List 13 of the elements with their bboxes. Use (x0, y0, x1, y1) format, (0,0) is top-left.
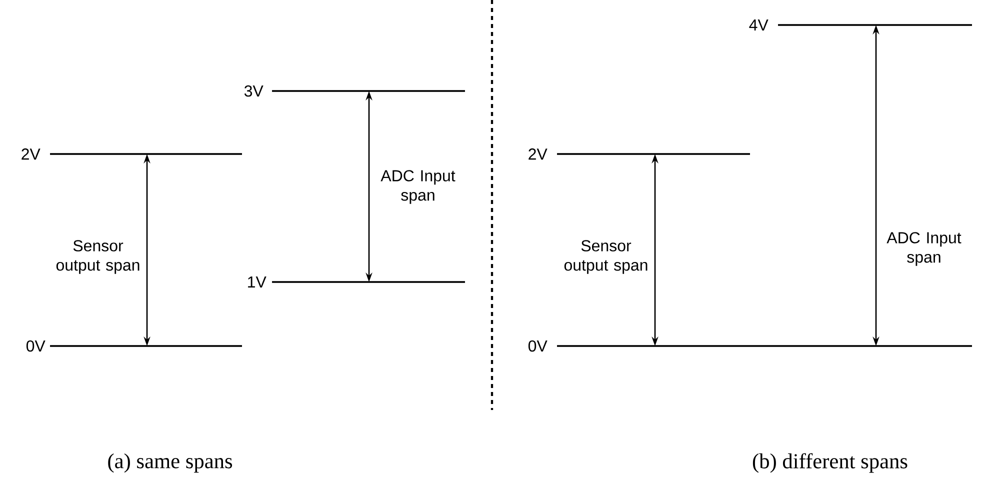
span-label: Sensor output span (564, 240, 648, 274)
caption: (b) different spans (752, 453, 908, 473)
voltage-label: 4V (749, 20, 768, 30)
voltage-label: 1V (248, 276, 266, 288)
voltage-label: 2V (22, 148, 40, 160)
caption: (a) same spans (108, 453, 232, 473)
voltage-label: 0V (528, 340, 548, 352)
voltage-label: 2V (528, 148, 548, 160)
span-label: ADC Input span (886, 232, 962, 266)
voltage-label: 0V (26, 340, 46, 352)
voltage-label: 3V (244, 85, 264, 97)
span-label: Sensor output span (56, 240, 140, 274)
span-label: ADC Input span (380, 170, 456, 204)
